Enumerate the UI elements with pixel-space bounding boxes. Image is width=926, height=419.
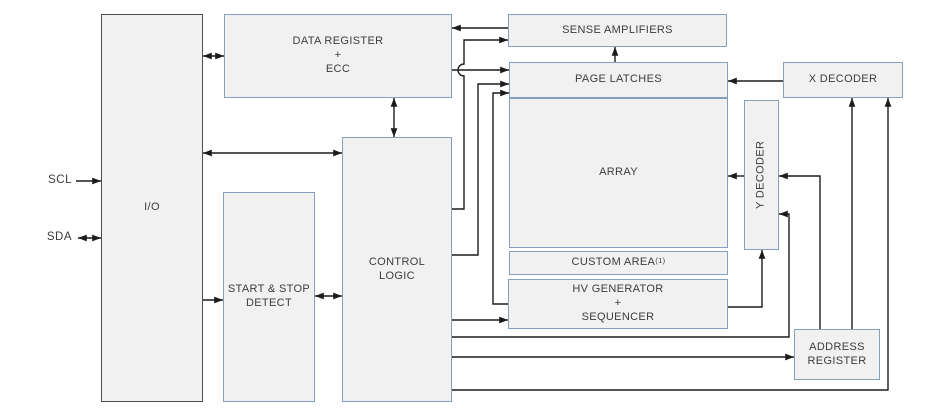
block-control-logic-label-line2: LOGIC (379, 269, 415, 282)
block-address-register-label-line1: ADDRESS (809, 340, 865, 353)
block-data-register-label: DATA REGISTER (292, 35, 384, 48)
block-x-decoder: X DECODER (783, 62, 903, 98)
conn-control-logic-to-sense-amplifiers (452, 36, 508, 210)
block-sense-amplifiers: SENSE AMPLIFIERS (508, 14, 727, 47)
block-control-logic: CONTROL LOGIC (342, 137, 452, 402)
block-start-stop-label-line2: DETECT (245, 297, 293, 309)
block-page-latches: PAGE LATCHES (509, 62, 728, 98)
block-x-decoder-label: X DECODER (808, 73, 878, 86)
block-array: ARRAY (509, 98, 728, 248)
block-custom-area-label: CUSTOM AREA (571, 256, 656, 269)
sda-signal-label: SDA (46, 231, 72, 243)
conn-control-logic-to-page-latches (452, 80, 509, 256)
block-y-decoder-label: Y DECODER (754, 140, 767, 210)
block-io: I/O (101, 14, 203, 402)
block-hv-generator-sequencer: SEQUENCER (581, 310, 655, 323)
block-hv-generator-label: HV GENERATOR (572, 283, 664, 296)
block-data-register: DATA REGISTER + ECC (224, 14, 452, 98)
custom-area-footnote-marker: (1) (655, 256, 666, 266)
block-start-stop-label-line1: START & STOP (227, 283, 311, 296)
conn-hv-generator-to-page-latches (492, 89, 509, 305)
block-custom-area: CUSTOM AREA(1) (509, 251, 728, 275)
block-io-label: I/O (144, 201, 160, 214)
block-hv-generator-plus: + (614, 297, 622, 310)
block-hv-generator: HV GENERATOR + SEQUENCER (508, 279, 728, 329)
block-data-register-plus: + (334, 49, 342, 62)
block-array-label: ARRAY (599, 166, 638, 179)
block-control-logic-label-line1: CONTROL (368, 255, 426, 268)
conn-address-register-to-y-decoder (779, 172, 821, 329)
block-address-register-label-line2: REGISTER (807, 354, 867, 367)
block-start-stop-detect: START & STOP DETECT (223, 192, 315, 402)
block-page-latches-label: PAGE LATCHES (575, 73, 662, 86)
block-address-register: ADDRESS REGISTER (794, 329, 880, 380)
block-y-decoder: Y DECODER (744, 100, 779, 250)
block-sense-amplifiers-label: SENSE AMPLIFIERS (562, 23, 673, 36)
conn-hv-generator-to-y-decoder (728, 250, 766, 308)
block-data-register-ecc: ECC (325, 62, 351, 75)
scl-signal-label: SCL (48, 174, 72, 186)
